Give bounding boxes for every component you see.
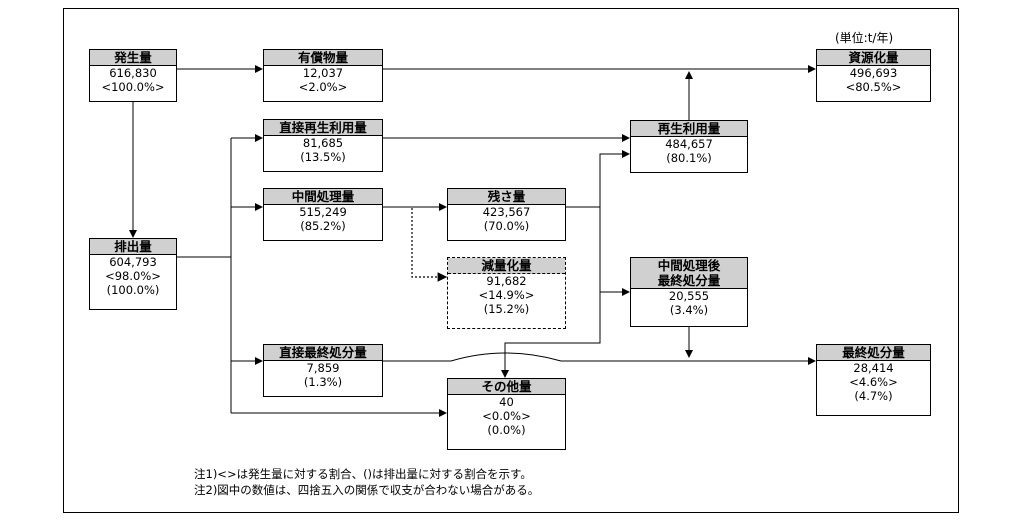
unit-label: (単位:t/年) (835, 31, 894, 45)
node-title: 中間処理量 (264, 189, 382, 205)
node-value: 91,682 (486, 274, 527, 288)
node-sonota: その他量 40 <0.0%> (0.0%) (447, 378, 566, 450)
flow-to-saisei (599, 150, 630, 207)
node-value: 7,859 (306, 361, 340, 375)
node-title: 再生利用量 (631, 121, 747, 137)
flow-to-chukango (599, 207, 630, 296)
node-chokusai: 直接再生利用量 81,685 (13.5%) (263, 119, 383, 172)
diagram-frame (63, 8, 959, 513)
node-value: 20,555 (668, 289, 710, 303)
node-title: 発生量 (90, 50, 176, 66)
node-value: (1.3%) (303, 375, 343, 389)
node-title: 有償物量 (264, 50, 382, 66)
node-title: 残さ量 (448, 189, 565, 205)
node-value: <100.0%> (101, 80, 165, 94)
node-title: 最終処分量 (817, 345, 930, 361)
node-value: <80.5%> (845, 80, 902, 94)
flow-sonota-up (501, 292, 601, 378)
note-2: 注2)図中の数値は、四捨五入の関係で収支が合わない場合がある。 (194, 483, 540, 497)
node-value: (70.0%) (483, 219, 530, 233)
node-chokusaishu: 直接最終処分量 7,859 (1.3%) (263, 344, 383, 397)
node-title-line2: 最終処分量 (657, 273, 721, 288)
node-value: 28,414 (853, 361, 894, 375)
node-value: <14.9%> (478, 288, 535, 302)
node-saisei: 再生利用量 484,657 (80.1%) (630, 120, 748, 173)
node-haishutsu: 排出量 604,793 <98.0%> (100.0%) (89, 238, 177, 310)
node-value: <4.6%> (849, 375, 898, 389)
node-value: <2.0%> (298, 80, 348, 94)
node-title: 直接最終処分量 (264, 345, 382, 361)
node-value: 12,037 (302, 66, 344, 80)
node-yusho: 有償物量 12,037 <2.0%> (263, 49, 383, 102)
node-value: (85.2%) (300, 219, 346, 233)
node-value: (13.5%) (300, 150, 346, 164)
node-value: 423,567 (482, 205, 531, 219)
node-value: <98.0%> (105, 269, 161, 283)
node-title-line1: 中間処理後 (657, 258, 721, 273)
node-value: 484,657 (665, 137, 713, 151)
node-title: 直接再生利用量 (264, 120, 382, 136)
node-title: 減量化量 (448, 258, 565, 274)
node-genryo: 減量化量 91,682 <14.9%> (15.2%) (447, 257, 566, 329)
node-zansa: 残さ量 423,567 (70.0%) (447, 188, 566, 241)
node-title: 中間処理後 最終処分量 (631, 258, 747, 289)
node-title: その他量 (448, 379, 565, 395)
node-saishu: 最終処分量 28,414 <4.6%> (4.7%) (816, 344, 931, 416)
node-value: 616,830 (109, 66, 157, 80)
node-value: 515,249 (299, 205, 347, 219)
node-hassei: 発生量 616,830 <100.0%> (89, 49, 177, 102)
node-shigen: 資源化量 496,693 <80.5%> (816, 49, 931, 102)
flow-bridge (450, 352, 562, 362)
node-value: (80.1%) (666, 151, 712, 165)
node-value: 40 (499, 395, 514, 409)
node-value: 496,693 (849, 66, 898, 80)
node-chukango: 中間処理後 最終処分量 20,555 (3.4%) (630, 257, 748, 327)
node-value: (100.0%) (106, 283, 160, 297)
node-value: (0.0%) (487, 423, 526, 437)
flow-chukan-genryo (411, 208, 448, 282)
node-title: 排出量 (90, 239, 176, 255)
node-value: (3.4%) (669, 303, 709, 317)
node-value: 604,793 (109, 255, 157, 269)
node-value: <0.0%> (482, 409, 531, 423)
node-value: (4.7%) (854, 389, 893, 403)
node-value: 81,685 (302, 136, 344, 150)
node-chukan: 中間処理量 515,249 (85.2%) (263, 188, 383, 241)
note-1: 注1)<>は発生量に対する割合、()は排出量に対する割合を示す。 (194, 467, 532, 481)
node-value: (15.2%) (483, 302, 530, 316)
node-title: 資源化量 (817, 50, 930, 66)
